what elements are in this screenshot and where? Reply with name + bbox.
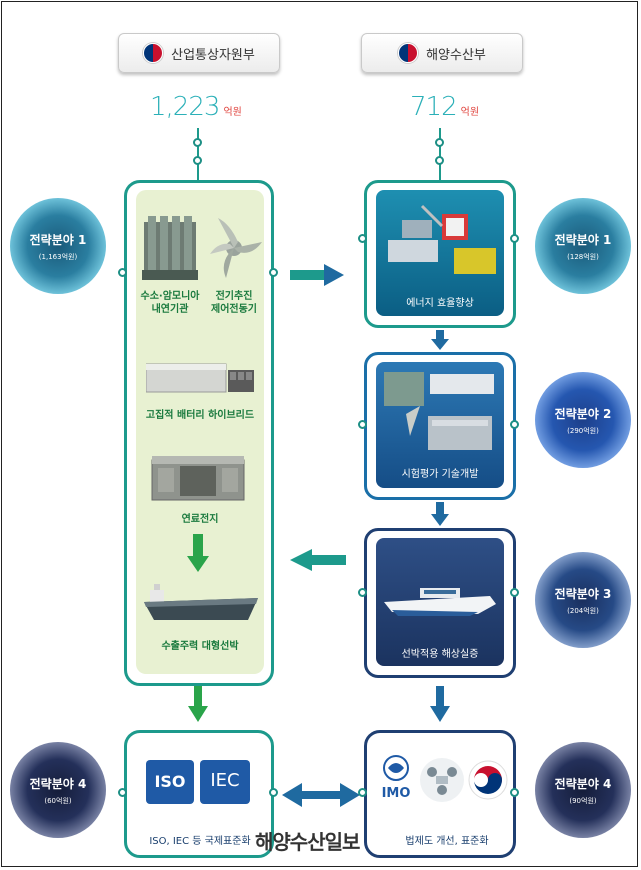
engine-label-line2: 내연기관 — [151, 304, 189, 315]
standard-label: ISO, IEC 등 국제표준화 — [149, 836, 251, 847]
battery-illustration — [146, 363, 254, 393]
energy-label: 에너지 효율향상 — [406, 298, 474, 309]
watermark: 해양수산일보 — [255, 830, 360, 854]
panel-side-dot — [510, 788, 519, 797]
korea-emblem-icon — [398, 43, 419, 63]
arrow-down-icon — [430, 686, 450, 722]
strategy-title: 전략분야 4 — [29, 776, 87, 791]
panel-side-dot — [118, 788, 127, 797]
panel-side-dot — [269, 788, 278, 797]
arrow-bidirectional-icon — [282, 783, 360, 807]
arrow-left-icon — [290, 549, 346, 571]
cargo-ship-illustration — [144, 584, 258, 620]
budget-right-unit: 억원 — [460, 107, 480, 118]
ship-label: 수출주력 대형선박 — [161, 641, 239, 652]
panel-side-dot — [358, 234, 367, 243]
connector-dot — [435, 156, 444, 165]
ministry-right-name: 해양수산부 — [426, 47, 486, 63]
panel-side-dot — [358, 420, 367, 429]
panel-side-dot — [510, 420, 519, 429]
meeting-icon — [420, 758, 464, 802]
vessel-illustration — [384, 588, 496, 616]
test-equipment-illustration — [384, 372, 494, 450]
arrow-down-icon — [431, 502, 449, 526]
arrow-down-icon — [187, 534, 209, 572]
strategy-title: 전략분야 3 — [554, 586, 612, 601]
strategy-circle-1-left: 전략분야 1 (1,163억원) — [10, 198, 106, 294]
ministry-right-header: 해양수산부 — [361, 33, 523, 73]
iso-logo — [146, 760, 194, 804]
imo-logo-text: IMO — [381, 786, 411, 801]
connector-dot — [193, 138, 202, 147]
strategy-circle-1-right: 전략분야 1 (128억원) — [535, 198, 631, 294]
fuelcell-label: 연료전지 — [181, 514, 219, 525]
budget-left-unit: 억원 — [223, 107, 242, 118]
budget-left-value: 1,223 — [150, 92, 220, 122]
korea-emblem-icon — [143, 43, 164, 63]
law-label: 법제도 개선, 표준화 — [405, 836, 489, 847]
strategy-amount: (290억원) — [567, 426, 599, 435]
strategy-title: 전략분야 1 — [29, 232, 87, 247]
test-label: 시험평가 기술개발 — [401, 469, 479, 480]
strategy-title: 전략분야 1 — [554, 232, 612, 247]
panel-side-dot — [510, 588, 519, 597]
engine-illustration — [142, 216, 198, 280]
panel-side-dot — [358, 788, 367, 797]
budget-right-value: 712 — [410, 92, 458, 122]
strategy-title: 전략분야 4 — [554, 776, 612, 791]
strategy-amount: (1,163억원) — [38, 252, 78, 261]
strategy-circle-4-left: 전략분야 4 (60억원) — [10, 742, 106, 838]
engine-label-line1: 수소·암모니아 — [140, 291, 200, 302]
arrow-right-icon — [290, 264, 344, 286]
propulsion-label-line1: 전기추진 — [215, 291, 253, 302]
panel-side-dot — [358, 588, 367, 597]
iec-logo — [200, 760, 250, 804]
iec-logo-text: IEC — [210, 770, 240, 791]
propulsion-label-line2: 제어전동기 — [211, 304, 257, 315]
arrow-down-icon — [188, 686, 208, 722]
energy-machinery-illustration — [388, 204, 496, 274]
strategy-amount: (204억원) — [567, 606, 599, 615]
strategy-circle-4-right: 전략분야 4 (90억원) — [535, 742, 631, 838]
strategy-circle-3: 전략분야 3 (204억원) — [535, 552, 631, 648]
strategy-amount: (60억원) — [44, 796, 72, 805]
korea-government-emblem-icon — [468, 760, 508, 800]
ministry-left-name: 산업통상자원부 — [171, 47, 255, 63]
strategy-amount: (128억원) — [567, 252, 599, 261]
battery-label: 고집적 배터리 하이브리드 — [145, 410, 255, 421]
imo-emblem-icon — [383, 755, 409, 781]
panel-side-dot — [269, 268, 278, 277]
connector-dot — [193, 156, 202, 165]
propeller-illustration — [210, 218, 262, 278]
connector-left — [197, 128, 199, 180]
arrow-down-icon — [431, 330, 449, 350]
panel-side-dot — [510, 234, 519, 243]
iso-logo-text: ISO — [154, 772, 186, 791]
connector-dot — [435, 138, 444, 147]
strategy-circle-2: 전략분야 2 (290억원) — [535, 372, 631, 468]
connector-right — [439, 128, 441, 180]
strategy-amount: (90억원) — [569, 796, 597, 805]
ministry-left-header: 산업통상자원부 — [118, 33, 280, 73]
panel-side-dot — [118, 268, 127, 277]
sea-label: 선박적용 해상실증 — [401, 649, 479, 660]
fuelcell-illustration — [151, 456, 245, 501]
strategy-title: 전략분야 2 — [554, 406, 612, 421]
